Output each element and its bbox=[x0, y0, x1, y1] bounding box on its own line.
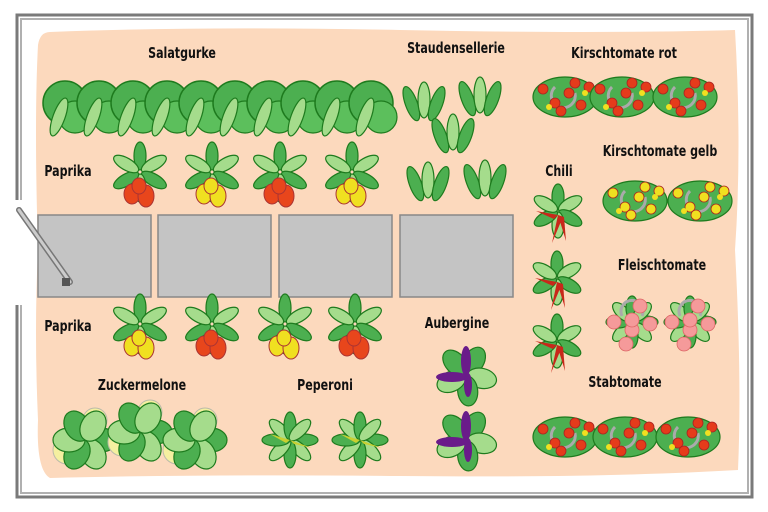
stake-tomato-plant bbox=[655, 416, 721, 458]
red-pepper-plant bbox=[328, 293, 382, 360]
cucumber-plant bbox=[314, 80, 364, 137]
door[interactable] bbox=[16, 207, 73, 286]
cucumber-plant bbox=[76, 80, 126, 137]
yellow-cherry-tomato-plant bbox=[667, 180, 733, 222]
greenhouse-frame bbox=[15, 13, 754, 499]
beefsteak-tomato-plant bbox=[663, 295, 717, 352]
celery-plant bbox=[463, 159, 507, 200]
label-paprika-bottom: Paprika bbox=[44, 317, 92, 335]
red-pepper-plant bbox=[113, 141, 167, 208]
label-kirschtomate-rot: Kirschtomate rot bbox=[571, 44, 677, 62]
stepping-stone bbox=[157, 214, 272, 298]
stake-tomato-plant bbox=[592, 416, 658, 458]
red-cherry-tomato-plant bbox=[652, 76, 718, 118]
red-pepper-plant bbox=[185, 293, 239, 360]
red-pepper-plant bbox=[253, 141, 307, 208]
eggplant-plant bbox=[436, 346, 498, 407]
stepping-stone bbox=[399, 214, 514, 298]
label-chili: Chili bbox=[545, 162, 573, 180]
beefsteak-tomato-plant bbox=[605, 295, 659, 352]
label-aubergine: Aubergine bbox=[424, 314, 490, 332]
stepping-stone bbox=[37, 214, 152, 298]
melon-plant bbox=[162, 407, 228, 470]
label-zuckermelone: Zuckermelone bbox=[97, 376, 187, 394]
label-paprika-top: Paprika bbox=[44, 162, 92, 180]
chili-plant bbox=[532, 313, 582, 373]
celery-plant bbox=[406, 161, 450, 202]
stepping-stones bbox=[37, 214, 514, 298]
cucumber-plant bbox=[280, 80, 330, 137]
yellow-pepper-plant bbox=[258, 293, 312, 360]
peperoni-plant bbox=[261, 411, 319, 469]
cucumber-plant bbox=[348, 80, 398, 137]
label-salatgurke: Salatgurke bbox=[148, 44, 216, 62]
label-peperoni: Peperoni bbox=[297, 376, 353, 394]
eggplant-plant bbox=[436, 411, 498, 472]
label-staudensellerie: Staudensellerie bbox=[407, 39, 505, 57]
stake-tomato-plant bbox=[532, 416, 598, 458]
celery-plant bbox=[402, 81, 446, 122]
label-kirschtomate-gelb: Kirschtomate gelb bbox=[602, 142, 718, 160]
yellow-cherry-tomato-plant bbox=[602, 180, 668, 222]
label-fleischtomate: Fleischtomate bbox=[617, 256, 707, 274]
red-cherry-tomato-plant bbox=[532, 76, 598, 118]
plants bbox=[42, 76, 733, 472]
stepping-stone bbox=[278, 214, 393, 298]
melon-plant bbox=[52, 407, 118, 470]
yellow-pepper-plant bbox=[185, 141, 239, 208]
cucumber-plant bbox=[110, 80, 160, 137]
celery-plant bbox=[458, 76, 502, 117]
red-cherry-tomato-plant bbox=[589, 76, 655, 118]
cucumber-plant bbox=[42, 80, 92, 137]
yellow-pepper-plant bbox=[113, 293, 167, 360]
yellow-pepper-plant bbox=[325, 141, 379, 208]
chili-plant bbox=[532, 250, 582, 310]
chili-plant bbox=[533, 183, 583, 243]
peperoni-plant bbox=[331, 411, 389, 469]
label-stabtomate: Stabtomate bbox=[588, 373, 662, 391]
celery-plant bbox=[431, 113, 475, 154]
